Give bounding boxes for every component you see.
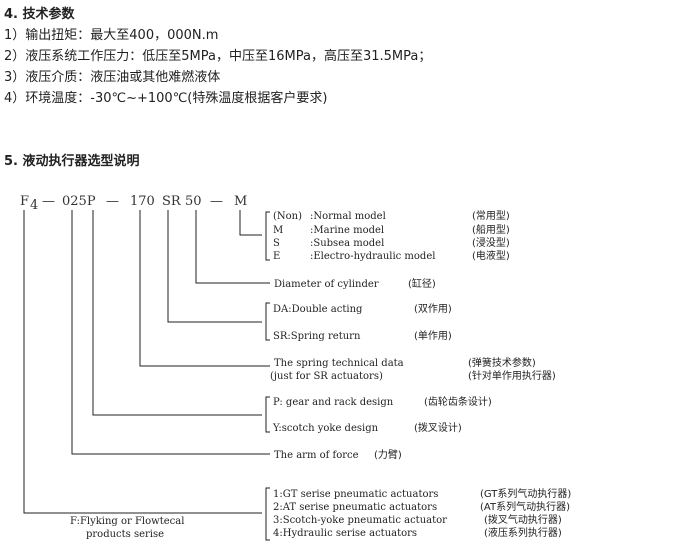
spring-cn-2: (针对单作用执行器) — [468, 369, 556, 382]
series-1-cn: (GT系列气动执行器) — [480, 487, 571, 500]
bracket-series — [265, 487, 270, 541]
wire-series — [23, 210, 262, 514]
model-cn-0: (常用型) — [472, 209, 510, 222]
spec-torque: 1）输出扭矩：最大至400，000N.m — [4, 28, 219, 43]
spring-label-1: The spring technical data — [274, 358, 404, 369]
wire-model — [239, 210, 262, 236]
section-4-heading: 4. 技术参数 — [4, 7, 75, 22]
series-4: 4:Hydraulic serise actuators — [273, 528, 417, 539]
series-3-cn: (拨叉气动执行器) — [484, 513, 562, 526]
gear-p: P: gear and rack design — [273, 397, 394, 408]
acting-da: DA:Double acting — [273, 304, 363, 315]
code-170: 170 — [130, 194, 155, 209]
series-2: 2:AT serise pneumatic actuators — [273, 502, 437, 513]
code-dash-1: — — [42, 194, 55, 209]
code-f: F — [20, 194, 29, 209]
code-sr: SR — [162, 194, 182, 209]
acting-da-cn: (双作用) — [414, 303, 452, 315]
wire-cylinder — [195, 210, 270, 284]
code-025p: 025P — [62, 194, 96, 209]
family-line-1: F:Flyking or Flowtecal — [70, 516, 184, 527]
model-desc-1: :Marine model — [310, 225, 384, 236]
gear-y: Y:scotch yoke design — [272, 423, 379, 434]
model-desc-0: :Normal model — [310, 211, 386, 222]
model-key-3: E — [273, 251, 280, 262]
spec-temperature: 4）环境温度：-30℃~+100℃(特殊温度根据客户要求) — [4, 91, 328, 106]
gear-p-cn: (齿轮齿条设计) — [424, 395, 492, 408]
model-cn-3: (电液型) — [472, 249, 510, 262]
acting-sr-cn: (单作用) — [414, 330, 452, 342]
spring-label-2: (just for SR actuators) — [270, 371, 383, 382]
model-options: (Non) :Normal model (常用型) M :Marine mode… — [273, 209, 510, 262]
model-key-0: (Non) — [273, 211, 302, 222]
gear-y-cn: (拨叉设计) — [414, 421, 462, 434]
series-4-cn: (液压系列执行器) — [484, 526, 562, 539]
code-dash-3: — — [210, 194, 223, 209]
wire-acting — [167, 210, 262, 323]
arm-label: The arm of force — [274, 450, 359, 461]
arm-cn: (力臂) — [374, 448, 402, 461]
spec-medium: 3）液压介质：液压油或其他难燃液体 — [4, 70, 221, 85]
spec-pressure: 2）液压系统工作压力：低压至5MPa，中压至16MPa，高压至31.5MPa； — [4, 49, 432, 64]
cylinder-cn: (缸径) — [408, 277, 436, 290]
model-cn-2: (浸没型) — [472, 236, 510, 249]
series-options: 1:GT serise pneumatic actuators (GT系列气动执… — [273, 487, 571, 539]
section-5-heading: 5. 液动执行器选型说明 — [4, 154, 140, 169]
model-cn-1: (船用型) — [472, 223, 510, 236]
model-key-1: M — [273, 225, 283, 236]
series-1: 1:GT serise pneumatic actuators — [273, 489, 438, 500]
code-m: M — [234, 194, 247, 209]
code-dash-2: — — [106, 194, 119, 209]
series-2-cn: (AT系列气动执行器) — [480, 500, 570, 513]
family-line-2: products serise — [86, 529, 164, 540]
spring-cn-1: (弹簧技术参数) — [468, 356, 536, 369]
bracket-gear — [265, 396, 270, 433]
model-key-2: S — [273, 238, 280, 249]
wire-spring — [139, 210, 270, 367]
series-3: 3:Scotch-yoke pneumatic actuator — [273, 515, 447, 526]
bracket-acting — [265, 302, 270, 341]
cylinder-label: Diameter of cylinder — [274, 279, 379, 290]
model-desc-2: :Subsea model — [310, 238, 384, 249]
model-desc-3: :Electro-hydraulic model — [310, 251, 435, 262]
bracket-model — [265, 211, 270, 261]
wire-gear — [92, 210, 262, 416]
wire-arm — [71, 210, 270, 455]
code-50: 50 — [185, 194, 202, 209]
code-sub4: 4 — [30, 198, 38, 213]
acting-sr: SR:Spring return — [273, 331, 361, 342]
